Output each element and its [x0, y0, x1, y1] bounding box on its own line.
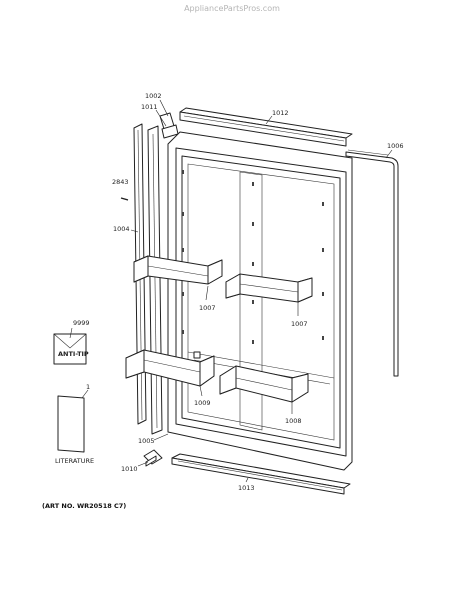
- part-2843-screw: [120, 197, 129, 201]
- leader-lines: [69, 99, 393, 483]
- label-1006: 1006: [387, 142, 404, 150]
- part-1006-gasket: [345, 149, 399, 377]
- label-1009: 1009: [194, 399, 211, 407]
- watermark: AppliancePartsPros.com: [184, 4, 280, 13]
- part-1-literature: [57, 395, 85, 453]
- door-panel: [167, 131, 353, 471]
- part-1009-bin-lower-left: [125, 349, 215, 387]
- part-1007-bin-upper-right: [225, 273, 313, 303]
- label-1: 1: [86, 383, 90, 391]
- part-1012-top-trim: [179, 107, 353, 147]
- label-1008: 1008: [285, 417, 302, 425]
- part-1013-bottom-trim: [171, 453, 351, 495]
- part-1011-hinge: [159, 112, 179, 139]
- label-1011: 1011: [141, 103, 158, 111]
- part-1010-bottom-hinge: [143, 449, 163, 467]
- label-1005: 1005: [138, 437, 155, 445]
- literature-text: LITERATURE: [55, 457, 94, 465]
- label-1010: 1010: [121, 465, 138, 473]
- anti-tip-text: ANTI-TIP: [58, 350, 89, 358]
- label-9999: 9999: [73, 319, 90, 327]
- label-1013: 1013: [238, 484, 255, 492]
- part-side-rail: [147, 125, 163, 435]
- label-1002: 1002: [145, 92, 162, 100]
- part-1008-bin-lower-right: [219, 365, 309, 403]
- part-1007-bin-upper-left: [133, 255, 223, 285]
- label-2843: 2843: [112, 178, 129, 186]
- label-1007-left: 1007: [199, 304, 216, 312]
- part-9999-anti-tip-sheet: [53, 333, 87, 365]
- label-1007-right: 1007: [291, 320, 308, 328]
- label-1012: 1012: [272, 109, 289, 117]
- art-number-caption: (ART NO. WR20518 C7): [42, 502, 126, 510]
- label-1004: 1004: [113, 225, 130, 233]
